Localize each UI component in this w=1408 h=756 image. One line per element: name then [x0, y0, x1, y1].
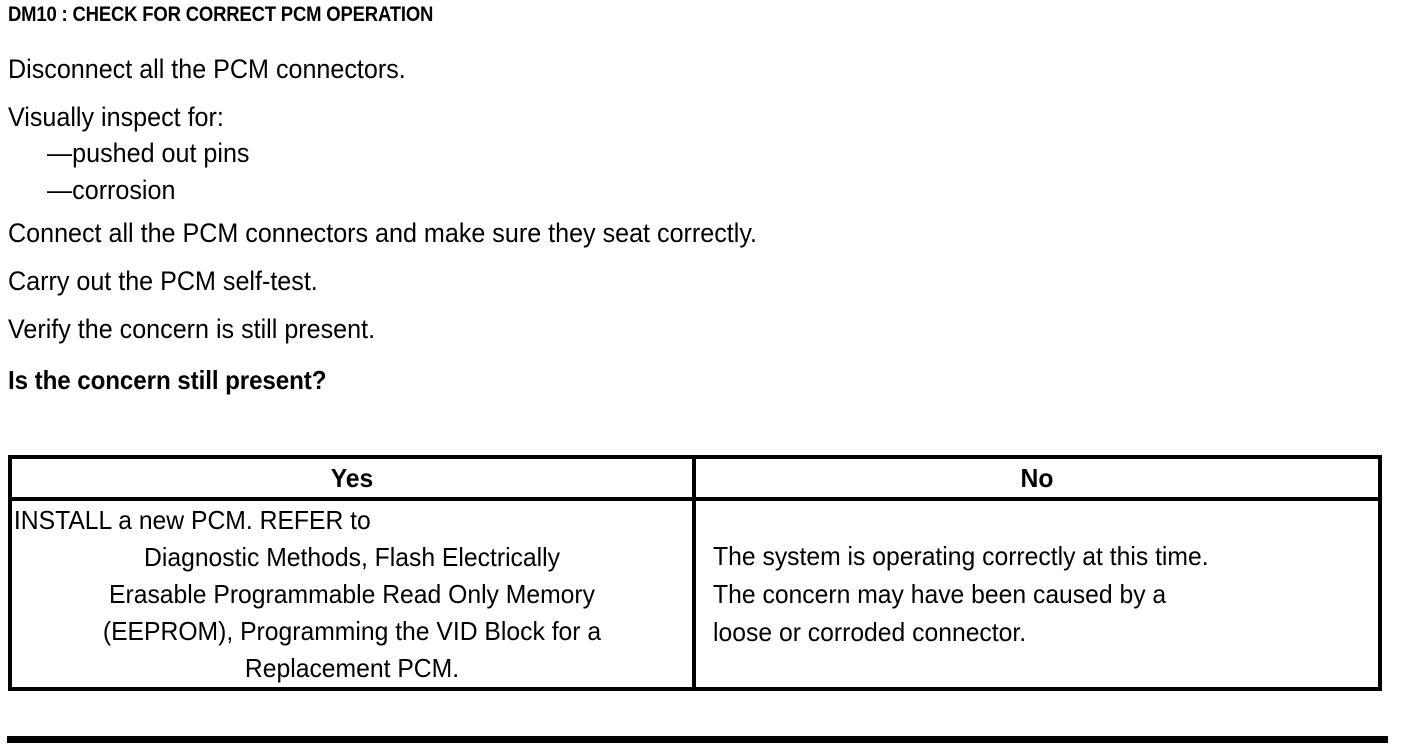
decision-table: Yes No INSTALL a new PCM. REFER to Diagn… — [8, 455, 1382, 691]
no-action-line-1: The system is operating correctly at thi… — [713, 541, 1209, 571]
table-row: INSTALL a new PCM. REFER to Diagnostic M… — [8, 497, 1382, 691]
step-connect-connectors: Connect all the PCM connectors and make … — [8, 218, 757, 248]
page-title: DM10 : CHECK FOR CORRECT PCM OPERATION — [8, 3, 434, 26]
table-header-row: Yes No — [10, 455, 1380, 501]
no-action-line-3: loose or corroded connector. — [713, 617, 1027, 647]
yes-action-line-5: Replacement PCM. — [244, 652, 460, 683]
step-question-prompt: Is the concern still present? — [8, 365, 327, 395]
bottom-horizontal-rule — [7, 736, 1388, 743]
column-header-no: No — [709, 455, 1365, 501]
yes-action-line-4: (EEPROM), Programming the VID Block for … — [102, 615, 602, 646]
bullet-corrosion: —corrosion — [47, 175, 176, 205]
step-visually-inspect: Visually inspect for: — [8, 102, 224, 132]
yes-action-line-2: Diagnostic Methods, Flash Electrically — [144, 541, 560, 572]
step-verify-concern: Verify the concern is still present. — [8, 314, 376, 344]
step-disconnect-connectors: Disconnect all the PCM connectors. — [8, 54, 406, 84]
yes-action-line-3: Erasable Programmable Read Only Memory — [109, 578, 595, 609]
yes-action-line-1: INSTALL a new PCM. REFER to — [13, 504, 371, 535]
bullet-pushed-out-pins: —pushed out pins — [47, 138, 250, 168]
no-action-line-2: The concern may have been caused by a — [713, 579, 1167, 609]
cell-yes-action: INSTALL a new PCM. REFER to Diagnostic M… — [8, 497, 696, 691]
step-carry-out-self-test: Carry out the PCM self-test. — [8, 266, 318, 296]
procedure-steps: Disconnect all the PCM connectors. Visua… — [8, 45, 1388, 404]
column-header-yes: Yes — [25, 455, 679, 501]
cell-no-action: The system is operating correctly at thi… — [692, 497, 1382, 691]
